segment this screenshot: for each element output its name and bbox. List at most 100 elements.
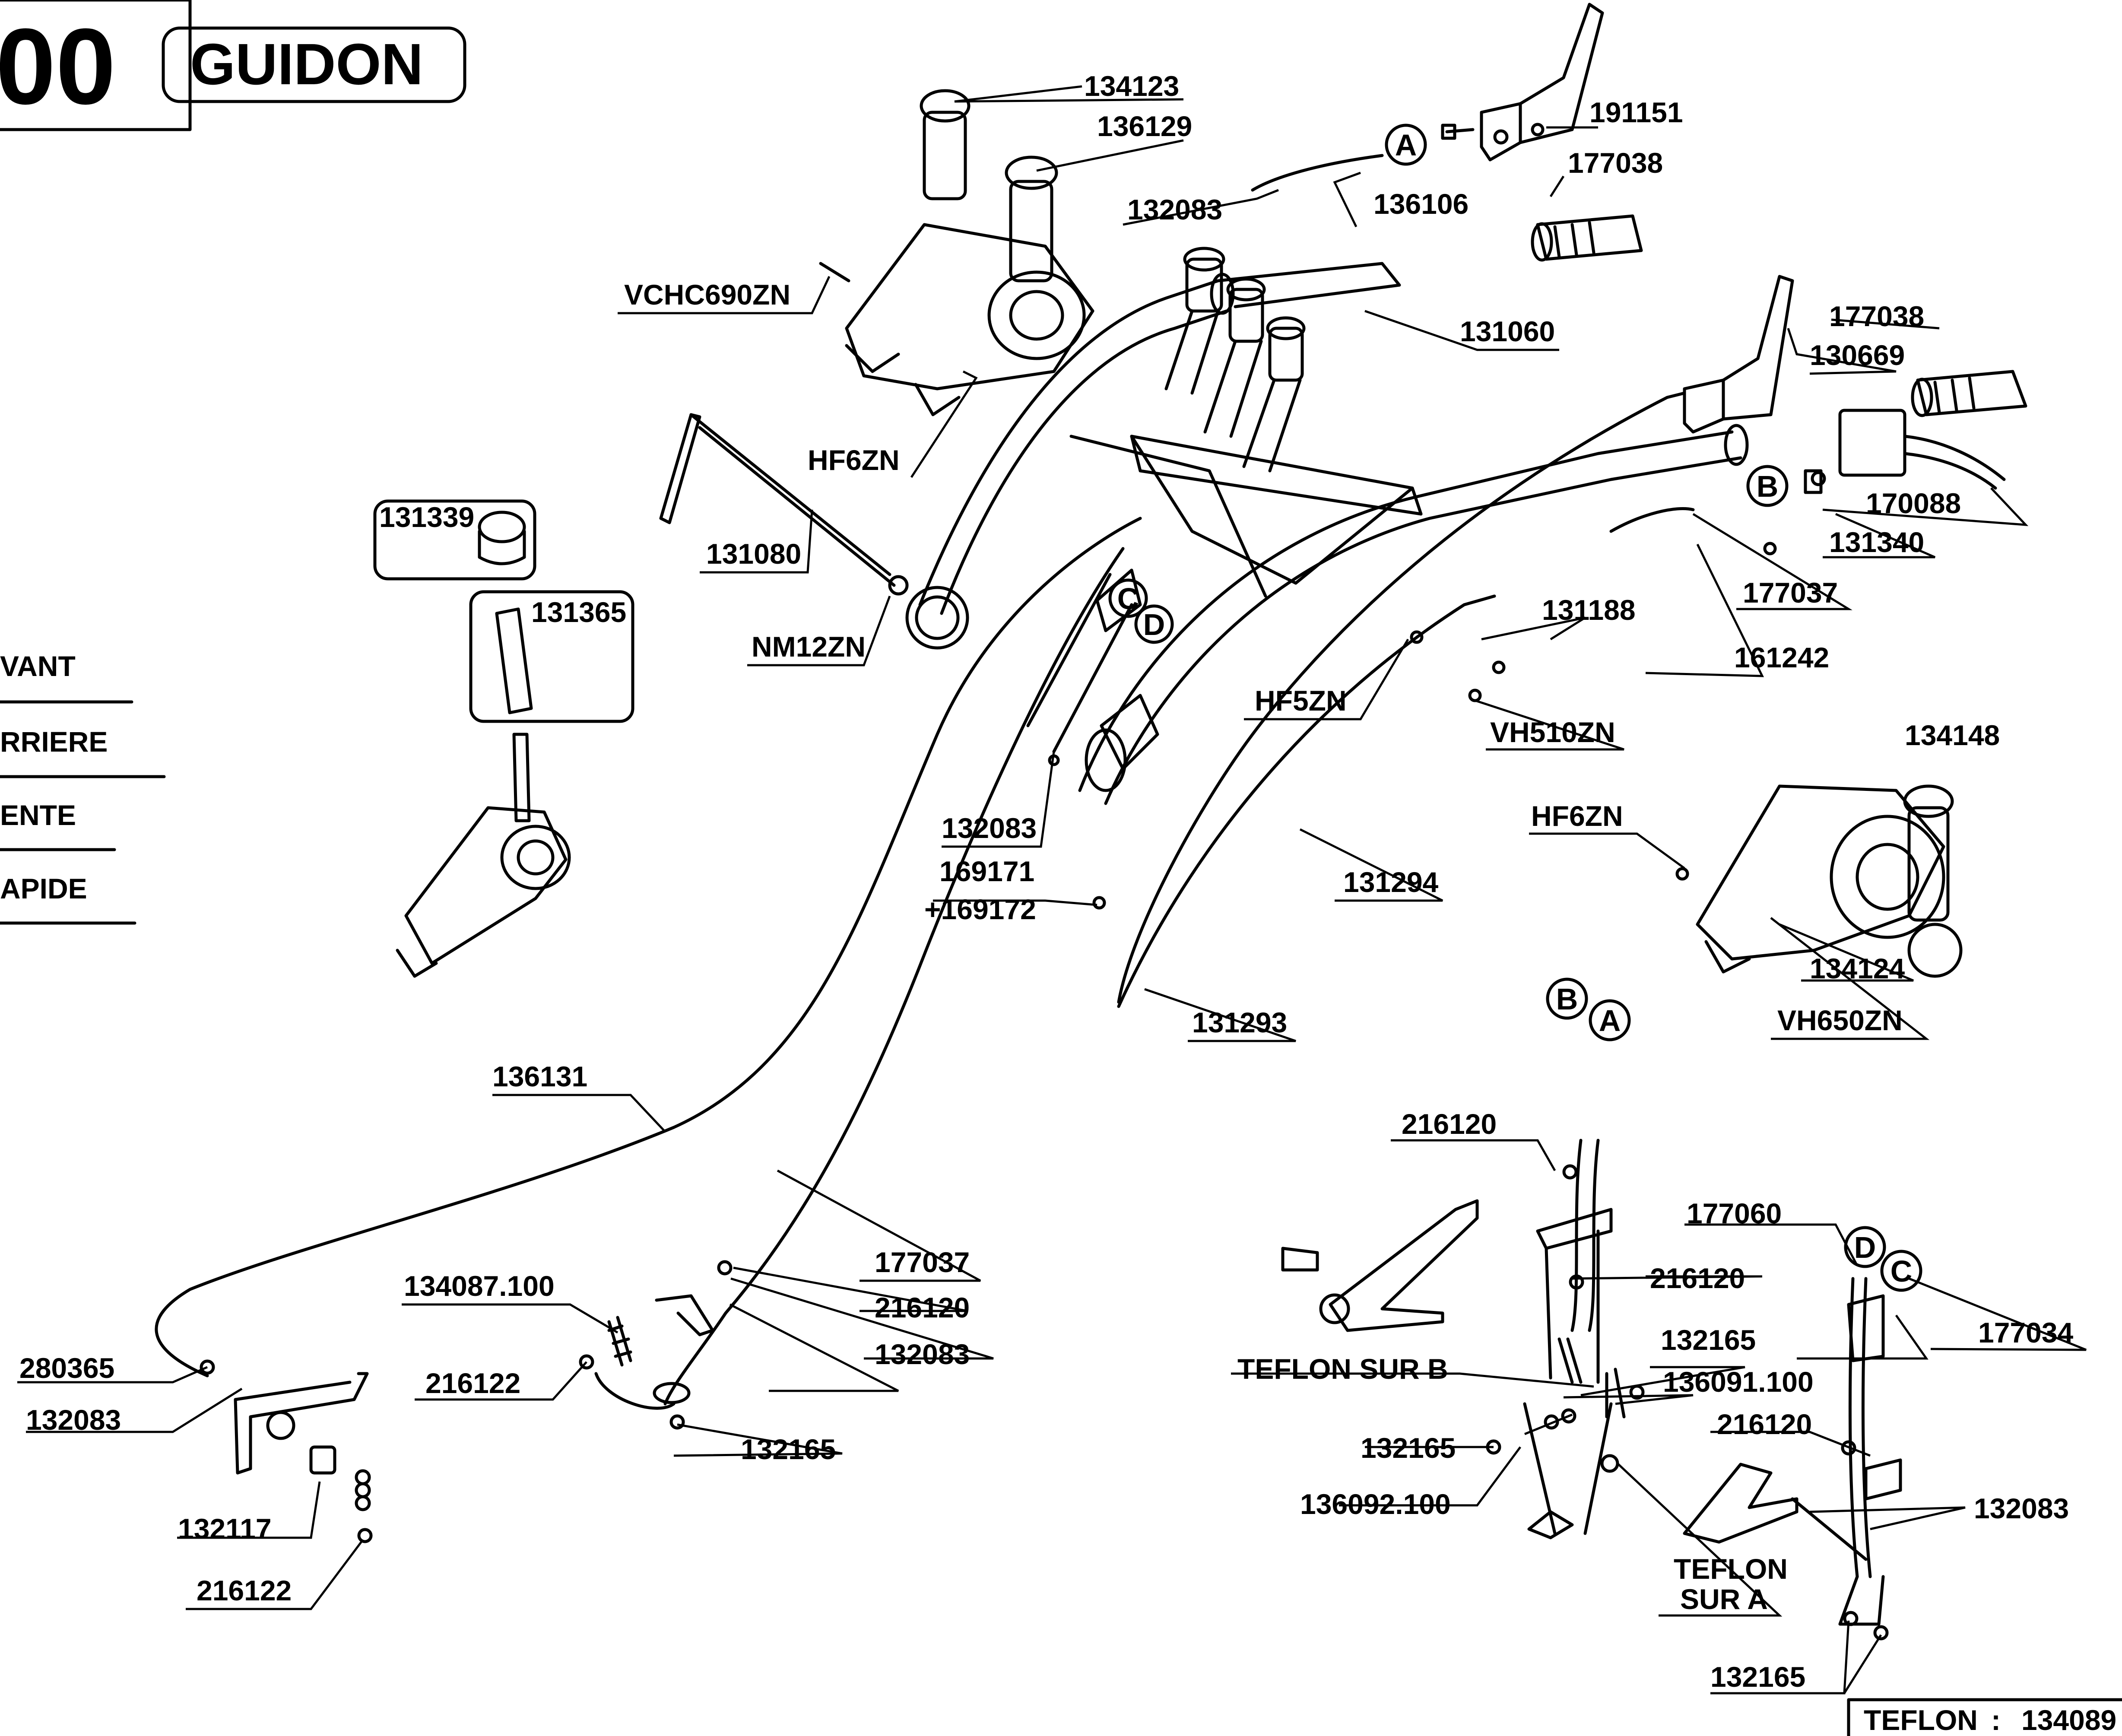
callout-circle [1844, 1226, 1886, 1268]
part-label: 136092.100 [1300, 1488, 1451, 1520]
part-label: HF6ZN [1531, 800, 1623, 832]
part-label: 132083 [1974, 1492, 2069, 1524]
part-label: 177034 [1978, 1317, 2074, 1349]
callout-circle [1880, 1250, 1922, 1292]
part-label: 136129 [1097, 110, 1192, 142]
part-label: 136131 [492, 1060, 587, 1092]
bracket-right [1838, 1294, 1902, 1626]
part-labels: 134123 136129 191151 132083 136106 17703… [19, 70, 2074, 1693]
callout-circle [1108, 578, 1148, 618]
part-label: 177060 [1687, 1197, 1782, 1229]
footer-box [1847, 1698, 2122, 1736]
part-label: 280365 [19, 1352, 114, 1384]
pedal-linkage [1281, 1199, 1868, 1561]
callout-circle [1746, 465, 1789, 507]
bracket-bottom-left [234, 1372, 371, 1511]
handlebar-frame [905, 262, 1749, 805]
part-label: SUR A [1680, 1583, 1768, 1615]
legend-item-arriere: RRIERE [0, 726, 108, 758]
part-label: 136091.100 [1663, 1366, 1814, 1398]
callout-b-top: B [1757, 470, 1779, 503]
legend-item-lente: ENTE [0, 799, 76, 831]
part-label: HF5ZN [1255, 685, 1347, 717]
part-label: VCHC690ZN [624, 279, 790, 311]
brake-lever-top [1441, 3, 1604, 162]
callout-d-bottom: D [1854, 1231, 1876, 1264]
part-label: 132083 [1127, 194, 1222, 225]
part-label: 216120 [1650, 1262, 1745, 1294]
grip-top [1531, 214, 1643, 262]
brake-lever-right [1683, 275, 2006, 494]
callout-circle [1134, 604, 1174, 644]
part-label: 170088 [1866, 487, 1961, 519]
part-label: 132165 [741, 1433, 836, 1465]
part-label: 177038 [1568, 147, 1663, 179]
part-label: 131294 [1343, 866, 1439, 898]
footer-value: 134089 [2021, 1704, 2116, 1736]
part-label: 131188 [1542, 594, 1636, 626]
callout-circle [1546, 977, 1588, 1020]
part-label: 132083 [875, 1338, 970, 1370]
page-number: 00 [0, 6, 116, 127]
part-label: 134087.100 [404, 1270, 555, 1302]
legend-item-avant: VANT [0, 650, 76, 682]
callout-a-bottom: A [1599, 1004, 1621, 1038]
part-label: 216120 [1402, 1108, 1497, 1140]
part-label: 131339 [379, 501, 474, 533]
grip-right [1911, 370, 2027, 417]
part-label: 169171 [939, 855, 1034, 887]
part-label: 130669 [1810, 339, 1905, 371]
leader-lines [17, 85, 2087, 1695]
lever-unit-top [819, 89, 1094, 416]
callout-c-mid: C [1117, 582, 1139, 616]
part-label: 216122 [197, 1574, 292, 1606]
part-label: 132083 [942, 812, 1037, 844]
part-label: NM12ZN [752, 631, 866, 663]
callout-a-top: A [1395, 128, 1417, 162]
part-label: 131080 [706, 538, 801, 570]
part-label: 177037 [1743, 577, 1838, 609]
part-label: 132165 [1710, 1661, 1805, 1693]
spring-assembly-bottom [594, 1294, 714, 1410]
part-label: 131340 [1829, 526, 1924, 558]
callout-circle [1385, 124, 1427, 166]
part-label: 131365 [531, 596, 626, 628]
part-label: 132117 [178, 1513, 272, 1545]
part-label: TEFLON SUR B [1237, 1353, 1448, 1385]
part-label: VH650ZN [1777, 1004, 1903, 1036]
part-label: 191151 [1589, 96, 1683, 128]
part-label: 177038 [1829, 300, 1924, 332]
part-label: HF6ZN [808, 444, 900, 476]
part-label: VH510ZN [1490, 716, 1615, 748]
part-label: 216120 [875, 1292, 970, 1323]
part-label: 216120 [1717, 1408, 1812, 1440]
callout-d-mid: D [1143, 608, 1165, 641]
callout-c-bottom: C [1890, 1254, 1913, 1288]
part-label: 161242 [1734, 641, 1829, 673]
page-number-box [0, 0, 192, 131]
part-label: +169172 [924, 893, 1036, 925]
part-label: TEFLON [1674, 1553, 1788, 1585]
lever-unit-right [1696, 784, 1963, 978]
callout-b-bottom: B [1556, 982, 1578, 1016]
part-label: 132165 [1361, 1432, 1456, 1464]
page-title: GUIDON [190, 32, 423, 97]
callout-circle [1589, 999, 1631, 1041]
part-label: 134148 [1905, 719, 2000, 751]
lever-unit-left [373, 499, 634, 978]
part-label: 134123 [1084, 70, 1179, 102]
shift-rod [659, 413, 909, 596]
legend-item-rapide: APIDE [0, 873, 87, 904]
footer-label: TEFLON [1864, 1704, 1978, 1736]
part-label: 132165 [1661, 1324, 1756, 1356]
part-label: 132083 [26, 1404, 121, 1436]
part-label: 131060 [1460, 315, 1555, 347]
part-label: 216122 [425, 1367, 520, 1399]
part-label: 134124 [1810, 952, 1905, 984]
part-label: 177037 [875, 1246, 970, 1278]
handlebar-levers [1164, 247, 1306, 473]
title-box [162, 26, 466, 103]
footer-separator: : [1991, 1704, 2001, 1736]
